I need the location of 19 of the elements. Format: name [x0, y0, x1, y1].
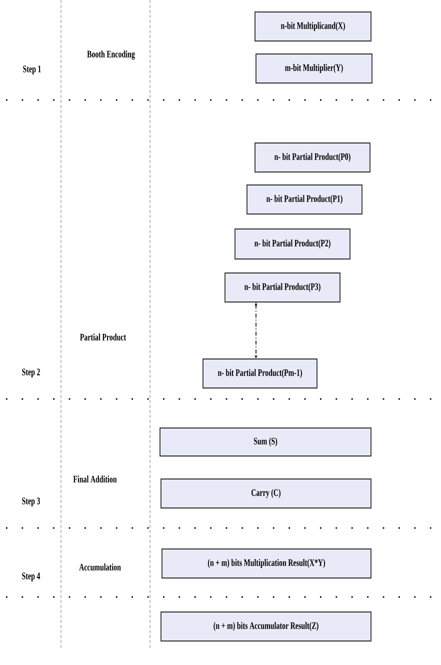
stage-label: Accumulation	[79, 563, 121, 571]
process-box: n- bit Partial Product(P1)	[246, 184, 362, 214]
process-box: n- bit Partial Product(P3)	[224, 272, 340, 302]
stage-label: Booth Encoding	[87, 50, 135, 60]
process-box: n- bit Partial Product(P2)	[234, 228, 350, 260]
step-label: Step 3	[22, 498, 40, 506]
process-box: m-bit Multiplier(Y)	[256, 54, 372, 84]
process-box: n-bit Multiplicand(X)	[254, 12, 372, 42]
process-box: Sum (S)	[160, 428, 372, 456]
process-box: n- bit Partial Product(P0)	[254, 142, 370, 172]
stage-label: Partial Product	[80, 333, 126, 341]
process-box: (n + m) bits Multiplication Result(X*Y)	[162, 548, 372, 578]
process-box: n- bit Partial Product(Pm-1)	[202, 358, 318, 388]
process-box: Carry (C)	[160, 478, 372, 508]
step-label: Step 4	[22, 572, 40, 582]
step-label: Step 1	[23, 66, 41, 74]
process-box: (n + m) bits Accumulator Result(Z)	[160, 612, 372, 642]
step-label: Step 2	[22, 368, 40, 378]
stage-label: Final Addition	[73, 475, 117, 482]
